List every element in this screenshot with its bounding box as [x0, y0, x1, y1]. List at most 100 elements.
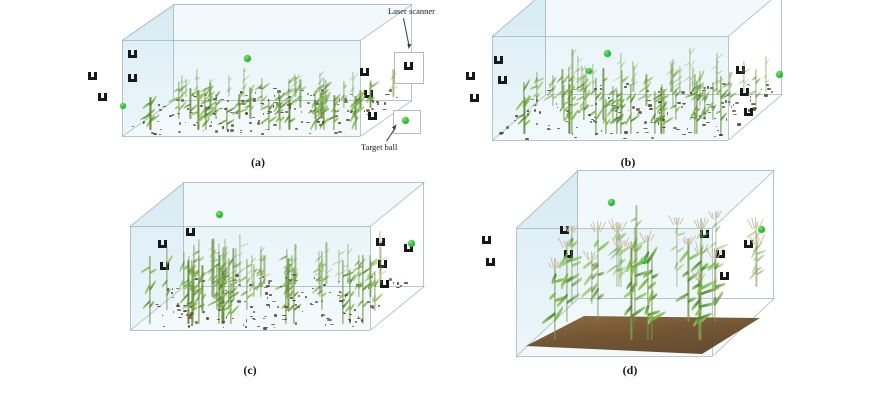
soil-litter	[370, 108, 374, 111]
plant-c	[179, 257, 198, 324]
soil-litter	[722, 106, 726, 108]
soil-litter	[527, 110, 529, 113]
soil-litter	[526, 113, 529, 116]
soil-litter	[514, 115, 518, 117]
soil-litter	[282, 314, 286, 316]
scanner-leg-right	[192, 228, 195, 236]
soil-litter	[190, 306, 193, 308]
soil-litter	[662, 126, 667, 129]
plant-b	[692, 81, 706, 120]
soil-litter	[686, 127, 688, 130]
plant-leaf	[222, 271, 227, 276]
plant-d	[630, 202, 648, 287]
plant-stalk	[325, 242, 327, 284]
soil-litter	[171, 296, 175, 299]
soil-litter	[186, 313, 189, 317]
soil-litter	[636, 131, 639, 134]
soil-litter	[392, 281, 395, 284]
plant-b	[612, 51, 627, 92]
soil-litter	[637, 111, 642, 114]
soil-litter	[610, 132, 614, 134]
plant-tassel	[707, 206, 723, 219]
soil-litter	[649, 108, 653, 111]
target-ball-icon-c-2	[408, 240, 415, 247]
plant-d	[690, 269, 716, 340]
plant-stalk	[571, 79, 573, 134]
plant-stalk	[201, 264, 204, 311]
soil-litter	[294, 303, 298, 306]
soil-litter	[173, 310, 175, 313]
plant-a	[245, 87, 255, 119]
soil-litter	[153, 132, 158, 135]
box-edge	[492, 36, 728, 37]
soil-litter	[688, 131, 693, 134]
soil-litter	[659, 108, 663, 111]
laser-scanner-icon-d-2	[486, 258, 495, 266]
soil-litter	[259, 278, 261, 280]
scanner-leg-right	[386, 280, 389, 288]
soil-litter	[186, 108, 189, 111]
plant-leaf	[294, 245, 299, 251]
soil-litter	[566, 109, 569, 113]
soil-litter	[549, 128, 551, 130]
soil-litter	[312, 94, 316, 96]
soil-litter	[389, 89, 392, 92]
plant-b	[577, 64, 590, 92]
plant-tassel	[590, 219, 606, 232]
laser-scanner-callout-label: Laser scanner	[388, 6, 435, 16]
plant-b	[517, 96, 533, 134]
soil-litter	[301, 110, 303, 114]
tassel-spike	[554, 258, 556, 268]
soil-litter	[310, 110, 313, 112]
soil-litter	[158, 109, 163, 112]
plant-b	[556, 67, 570, 106]
scanner-leg-right	[134, 74, 137, 82]
plant-a	[196, 102, 217, 130]
plant-d	[642, 253, 666, 340]
plant-stalk	[602, 68, 604, 120]
soil-litter	[534, 109, 537, 112]
plant-c	[352, 252, 373, 324]
plant-c	[340, 242, 354, 284]
plant-a	[324, 99, 340, 130]
plant-b	[667, 64, 678, 92]
scanner-leg-left	[486, 258, 489, 266]
soil-litter	[301, 120, 304, 123]
soil-litter	[706, 103, 710, 105]
plant-leaf	[716, 60, 721, 65]
plant-a	[319, 106, 331, 130]
plant-stalk	[368, 254, 371, 297]
soil-litter	[351, 326, 355, 327]
soil-litter	[294, 322, 297, 325]
soil-litter	[171, 292, 173, 295]
soil-litter	[177, 130, 181, 134]
plant-b	[610, 92, 628, 134]
laser-scanner-icon-b-3	[494, 56, 503, 64]
plant-b	[687, 66, 699, 92]
plant-c	[338, 257, 356, 324]
soil-litter	[736, 123, 741, 126]
soil-litter	[256, 325, 261, 328]
soil-litter	[219, 107, 223, 109]
plant-b	[721, 70, 737, 106]
tassel-spike	[566, 240, 568, 248]
scanner-leg-right	[134, 50, 137, 58]
soil-litter	[279, 111, 284, 114]
tassel-spike	[619, 239, 622, 248]
plant-b	[514, 78, 532, 134]
soil-litter	[258, 119, 260, 123]
plant-d	[693, 216, 714, 287]
soil-litter	[222, 321, 225, 323]
plant-b	[688, 71, 701, 134]
soil-litter	[201, 280, 206, 282]
box-edge	[122, 40, 360, 41]
plant-b	[657, 87, 674, 134]
soil-litter	[274, 102, 277, 104]
soil-litter	[195, 121, 199, 124]
soil-litter	[250, 305, 253, 308]
soil-litter	[225, 316, 228, 319]
soil-litter	[172, 288, 174, 290]
soil-litter	[273, 326, 275, 328]
soil-litter	[297, 306, 301, 308]
plant-a	[176, 74, 187, 97]
